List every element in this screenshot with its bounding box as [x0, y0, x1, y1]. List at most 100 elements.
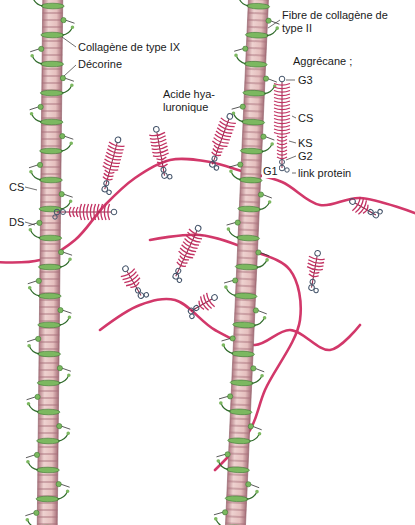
ds-chain	[64, 136, 73, 139]
collagen-ix-arm	[30, 230, 40, 238]
link-protein	[177, 277, 183, 283]
fiber-band	[238, 243, 258, 246]
leader-line	[64, 65, 76, 76]
decorin	[222, 510, 227, 515]
ds-chain	[27, 397, 36, 400]
decorin	[261, 134, 266, 139]
gag-chain	[157, 160, 167, 163]
fiber-band	[41, 194, 61, 196]
g1-domain	[54, 209, 60, 215]
collagen-ix-band	[37, 438, 60, 444]
fiber-band	[232, 368, 252, 371]
gag-chain	[274, 108, 290, 110]
gag-chain	[309, 256, 325, 260]
fiber-band	[226, 515, 246, 518]
fiber-band	[41, 201, 61, 203]
fiber-band	[38, 453, 58, 455]
aggrecan	[203, 111, 238, 171]
fiber-band	[38, 404, 58, 406]
collagen-ix-band	[40, 148, 63, 154]
fiber-band	[43, 0, 63, 1]
decorin	[251, 366, 256, 371]
hyaluronic-strand	[100, 299, 360, 350]
hyaluronic-acid	[0, 159, 415, 470]
gag-chain	[212, 149, 222, 154]
fiber-band	[240, 201, 260, 204]
fiber-band	[39, 313, 59, 315]
gag-chain	[308, 260, 324, 264]
collagen-ix-tip	[68, 315, 72, 319]
g3-domain	[349, 198, 357, 206]
leader-line	[289, 141, 296, 143]
collagen-ix-arm	[28, 462, 38, 470]
ds-chain	[227, 222, 236, 225]
fiber-band	[241, 159, 261, 162]
gag-chain	[274, 91, 290, 93]
collagen-ix-tip	[255, 490, 259, 494]
ds-chain	[27, 339, 36, 342]
fiber-band	[39, 397, 59, 399]
part-label: G3	[298, 74, 313, 87]
g1-domain	[137, 292, 145, 300]
gag-chain	[274, 115, 290, 117]
decorin	[37, 162, 42, 167]
fiber-band	[42, 110, 62, 112]
collagen-ix-band	[40, 90, 63, 96]
ds-chain	[64, 194, 73, 197]
collagen-ix-band	[38, 293, 61, 299]
fiber-band	[248, 19, 268, 22]
gag-chain	[309, 274, 319, 277]
link-protein	[189, 313, 195, 319]
gag-chain	[178, 259, 188, 265]
collagen-ix-band	[230, 380, 253, 387]
decorin	[263, 76, 268, 81]
collagen-ix-arm	[33, 0, 43, 6]
ds-chain	[30, 49, 39, 52]
ds-chain	[268, 79, 277, 82]
fiber-band	[41, 145, 61, 147]
fiber-band	[37, 523, 57, 525]
decorin	[243, 46, 248, 51]
fiber-band	[39, 334, 59, 336]
decorin	[61, 18, 66, 23]
fiber-band	[38, 432, 58, 434]
gag-chain	[277, 140, 287, 142]
link-protein	[106, 190, 111, 195]
gag-chain	[274, 119, 290, 121]
collagen-ix-band	[243, 90, 266, 97]
gag-chain	[211, 152, 221, 157]
gag-chain	[355, 199, 364, 214]
decorin	[57, 423, 62, 428]
decorin	[36, 278, 41, 283]
part-label: Collagène de type IX	[78, 41, 180, 54]
leader-line	[286, 80, 295, 81]
fiber-band	[245, 68, 265, 71]
fiber-band	[244, 103, 264, 106]
gag-chain	[176, 262, 186, 268]
aggrecan	[96, 135, 126, 195]
g2-domain	[161, 167, 167, 173]
decorin	[253, 308, 258, 313]
link-protein	[377, 209, 383, 215]
ds-chain	[63, 252, 72, 255]
collagen-ix-arm	[238, 0, 248, 6]
ds-chain	[258, 311, 267, 314]
aggrecan	[148, 125, 173, 181]
fiber-band	[40, 299, 60, 301]
decorin	[35, 394, 40, 399]
fiber-band	[237, 271, 257, 274]
collagen-ix-band	[236, 235, 259, 242]
gag-chain	[76, 207, 78, 217]
gag-chain	[178, 251, 193, 259]
fiber-band	[230, 431, 250, 434]
decorin	[240, 104, 245, 109]
collagen-ix-band	[228, 438, 251, 445]
g1-domain	[187, 307, 195, 315]
fiber-band	[39, 348, 59, 350]
collagen-ix-arm	[29, 346, 39, 354]
collagen-ix-tip	[29, 170, 33, 174]
gag-chain	[277, 154, 287, 156]
collagen-ix-band	[234, 293, 257, 300]
decorin	[34, 452, 39, 457]
fiber-band	[239, 215, 259, 218]
